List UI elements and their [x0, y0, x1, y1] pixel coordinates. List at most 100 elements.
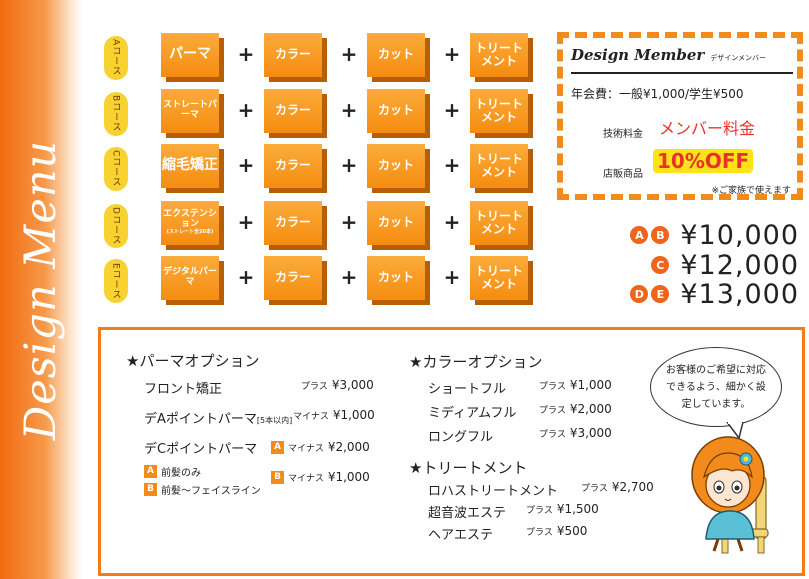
- course-box-cut: カット: [367, 256, 425, 300]
- member-header: Design Member デザインメンバー: [571, 46, 793, 74]
- front-price: プラス¥3,000: [301, 378, 374, 392]
- speech-bubble-text: お客様のご希望に対応できるよう、細かく設定しています。: [666, 364, 766, 410]
- price-row-c: C ¥12,000: [651, 249, 799, 281]
- extension-note: (ストレート全20本): [166, 229, 214, 236]
- course-box-color: カラー: [264, 33, 322, 77]
- badge-a: A: [630, 226, 649, 244]
- plus-sign: +: [443, 153, 461, 177]
- course-tag: Cコース: [104, 147, 128, 191]
- price-de: ¥13,000: [680, 278, 799, 310]
- plus-sign: +: [237, 153, 255, 177]
- mascot-girl-icon: [691, 436, 769, 554]
- course-box-treatment: トリートメント: [470, 33, 528, 77]
- member-title-kana: デザインメンバー: [710, 54, 767, 62]
- treatment-item-label: ロハストリートメント: [428, 484, 559, 499]
- dea-price: マイナス¥1,000: [293, 408, 375, 422]
- color-item-price: プラス¥2,000: [539, 402, 612, 416]
- dea-label: デAポイントパーマ[5本以内]: [144, 412, 293, 427]
- course-box-cut: カット: [367, 33, 425, 77]
- plus-sign: +: [237, 265, 255, 289]
- plus-sign: +: [340, 98, 358, 122]
- side-title: Design Menu: [16, 139, 66, 441]
- badge-d: D: [630, 285, 649, 303]
- course-box-digital-perm: デジタルパーマ: [161, 256, 219, 300]
- badge-a-mini: A: [144, 465, 157, 478]
- treatment-item-label: ヘアエステ: [428, 528, 494, 543]
- tech-label: 技術料金: [603, 129, 643, 140]
- price-ab: ¥10,000: [680, 219, 799, 251]
- course-row-e: Eコース デジタルパーマ + カラー + カット + トリートメント: [104, 256, 534, 306]
- course-box-treatment: トリートメント: [470, 144, 528, 188]
- course-box-cut: カット: [367, 144, 425, 188]
- color-item-label: ミディアムフル: [428, 406, 517, 421]
- plus-sign: +: [237, 210, 255, 234]
- course-box-color: カラー: [264, 256, 322, 300]
- plus-sign: +: [443, 265, 461, 289]
- course-row-c: Cコース 縮毛矯正 + カラー + カット + トリートメント: [104, 144, 534, 194]
- badge-a-mini: A: [271, 441, 284, 454]
- plus-sign: +: [340, 42, 358, 66]
- course-box-perm: パーマ: [161, 33, 219, 77]
- course-tag: Aコース: [104, 36, 128, 80]
- price-row-ab: A B ¥10,000: [630, 219, 799, 251]
- tech-value: メンバー料金: [659, 119, 756, 138]
- course-box-color: カラー: [264, 144, 322, 188]
- extension-label: エクステンション: [163, 209, 217, 230]
- course-box-extension: エクステンション (ストレート全20本): [161, 201, 219, 245]
- course-box-treatment: トリートメント: [470, 256, 528, 300]
- badge-c: C: [651, 256, 670, 274]
- color-item-label: ショートフル: [428, 382, 507, 397]
- sale-label: 店販商品: [603, 169, 643, 180]
- course-box-cut: カット: [367, 201, 425, 245]
- plus-sign: +: [443, 98, 461, 122]
- badge-e: E: [651, 285, 670, 303]
- member-note: ※ご家族で使えます: [711, 186, 791, 196]
- sale-value: 10%OFF: [653, 149, 754, 173]
- plus-sign: +: [443, 210, 461, 234]
- course-box-color: カラー: [264, 89, 322, 133]
- side-band: Design Menu: [0, 0, 82, 579]
- member-fee: 年会費：一般¥1,000/学生¥500: [571, 87, 744, 101]
- course-box-cut: カット: [367, 89, 425, 133]
- price-c: ¥12,000: [680, 249, 799, 281]
- course-tag: Dコース: [104, 204, 128, 248]
- course-row-d: Dコース エクステンション (ストレート全20本) + カラー + カット + …: [104, 201, 534, 251]
- course-row-b: Bコース ストレートパーマ + カラー + カット + トリートメント: [104, 89, 534, 139]
- color-item-price: プラス¥3,000: [539, 426, 612, 440]
- plus-sign: +: [237, 98, 255, 122]
- course-row-a: Aコース パーマ + カラー + カット + トリートメント: [104, 33, 534, 83]
- badge-b-mini: B: [271, 471, 284, 484]
- treatment-item-price: プラス¥2,700: [581, 480, 654, 494]
- course-box-treatment: トリートメント: [470, 89, 528, 133]
- course-box-shukumo: 縮毛矯正: [161, 144, 219, 188]
- plus-sign: +: [340, 153, 358, 177]
- course-tag: Eコース: [104, 259, 128, 303]
- price-row-de: D E ¥13,000: [630, 278, 799, 310]
- options-panel: ★パーマオプション フロント矯正 プラス¥3,000 デAポイントパーマ[5本以…: [98, 327, 805, 576]
- plus-sign: +: [340, 265, 358, 289]
- badge-b: B: [651, 226, 670, 244]
- perm-options-heading: ★パーマオプション: [126, 352, 260, 370]
- member-title: Design Member: [571, 46, 705, 64]
- treatment-item-price: プラス¥1,500: [526, 502, 599, 516]
- treatment-item-price: プラス¥500: [526, 524, 588, 538]
- plus-sign: +: [443, 42, 461, 66]
- plus-sign: +: [237, 42, 255, 66]
- plus-sign: +: [340, 210, 358, 234]
- course-box-color: カラー: [264, 201, 322, 245]
- badge-b-mini: B: [144, 483, 157, 496]
- color-options-heading: ★カラーオプション: [409, 353, 543, 371]
- speech-bubble: お客様のご希望に対応できるよう、細かく設定しています。: [650, 347, 782, 427]
- color-item-price: プラス¥1,000: [539, 378, 612, 392]
- treatment-options-heading: ★トリートメント: [409, 459, 528, 477]
- course-box-treatment: トリートメント: [470, 201, 528, 245]
- color-item-label: ロングフル: [428, 430, 494, 445]
- course-tag: Bコース: [104, 92, 128, 136]
- course-box-straight-perm: ストレートパーマ: [161, 89, 219, 133]
- treatment-item-label: 超音波エステ: [428, 506, 507, 521]
- dec-label: デCポイントパーマ: [144, 442, 258, 457]
